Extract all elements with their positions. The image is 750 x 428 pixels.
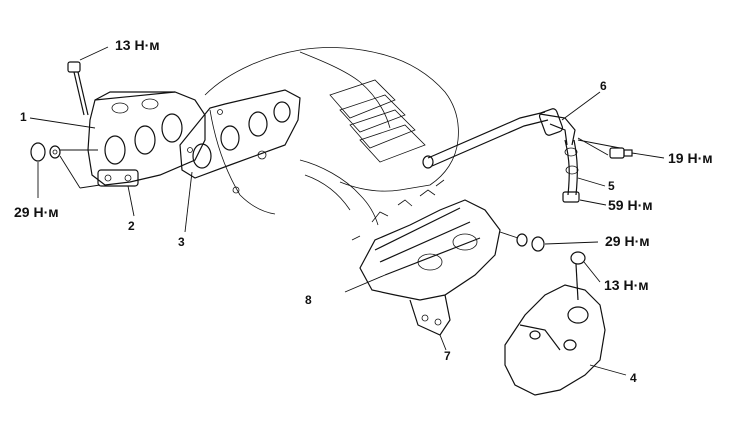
label-part-8: 8 bbox=[305, 293, 312, 307]
heat-shield bbox=[504, 284, 627, 396]
label-part-7: 7 bbox=[444, 349, 451, 363]
nut-right bbox=[499, 231, 599, 252]
nut-left bbox=[30, 142, 101, 198]
bolt-top-left bbox=[67, 46, 109, 116]
studs bbox=[351, 179, 445, 241]
label-part-1: 1 bbox=[20, 110, 27, 124]
label-part-4: 4 bbox=[630, 371, 637, 385]
engine-block bbox=[204, 47, 459, 226]
label-part-5: 5 bbox=[608, 179, 615, 193]
exhaust-manifold-right bbox=[344, 199, 501, 351]
bolt-heat-shield bbox=[570, 251, 601, 301]
torque-top-left-bolt: 13 Н·м bbox=[115, 37, 160, 53]
leaders-pipe bbox=[561, 91, 621, 206]
leader-part-2 bbox=[127, 185, 135, 217]
torque-right-nut: 29 Н·м bbox=[605, 233, 650, 249]
torque-pipe-lower: 59 Н·м bbox=[608, 197, 653, 213]
bolt-pipe bbox=[609, 147, 665, 159]
label-part-3: 3 bbox=[178, 235, 185, 249]
manifold-gasket bbox=[179, 89, 301, 233]
exhaust-manifold-left bbox=[87, 91, 206, 187]
egr-pipe bbox=[422, 108, 580, 203]
label-part-6: 6 bbox=[600, 79, 607, 93]
torque-heat-shield-bolt: 13 Н·м bbox=[604, 277, 649, 293]
torque-left-nut: 29 Н·м bbox=[14, 204, 59, 220]
torque-pipe-bolt: 19 Н·м bbox=[668, 150, 713, 166]
label-part-2: 2 bbox=[128, 219, 135, 233]
